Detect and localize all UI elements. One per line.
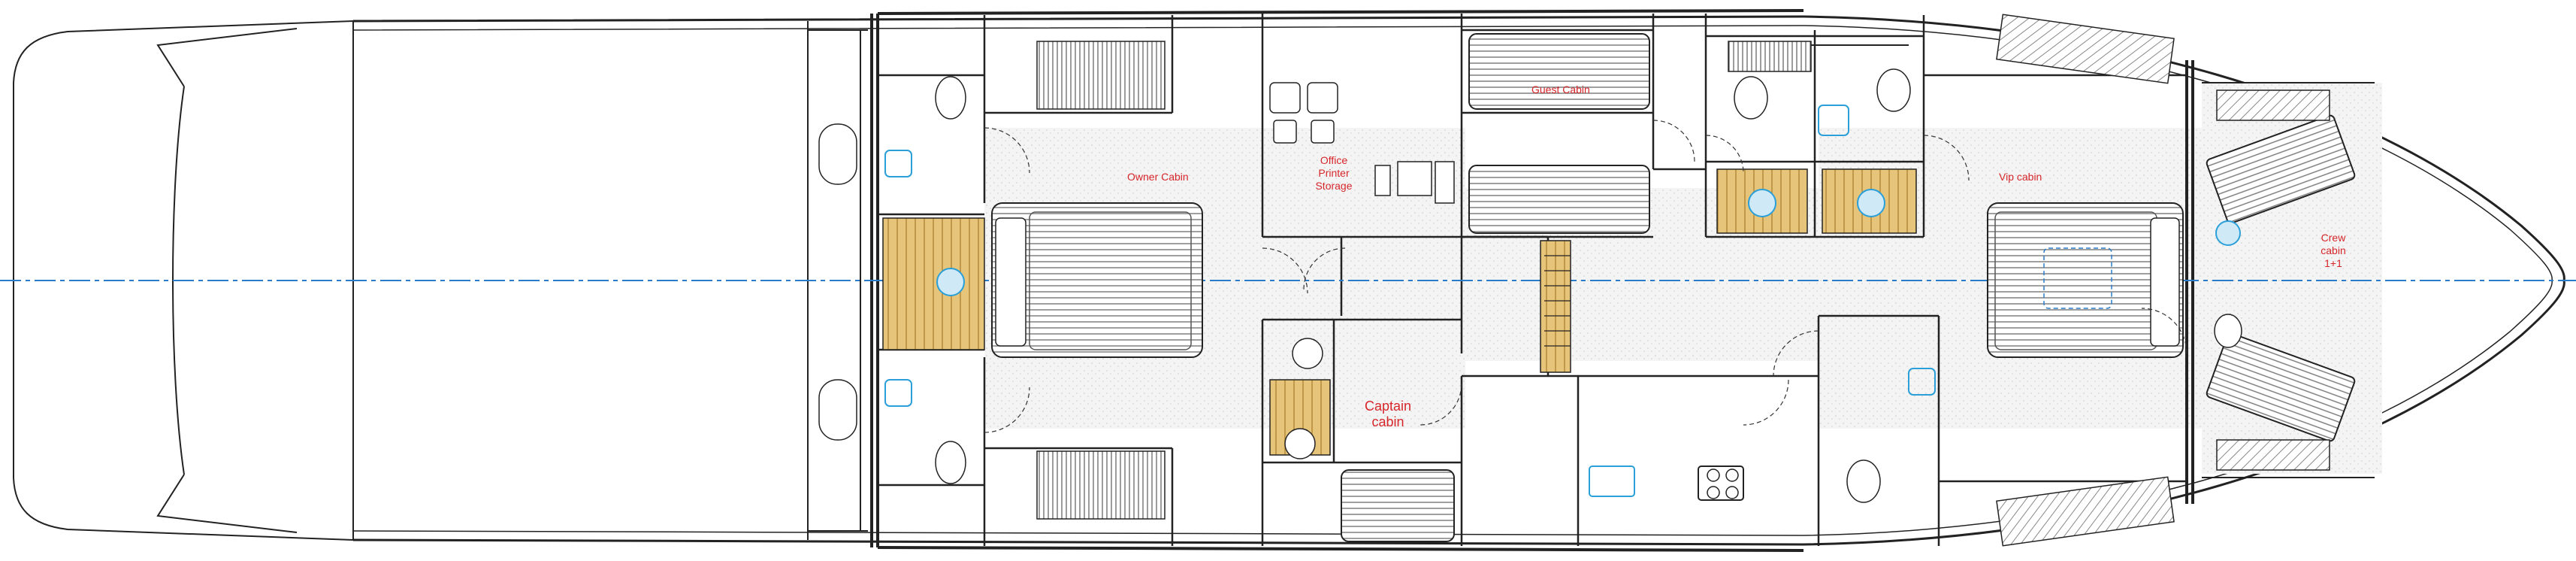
owner-cabin-label: Owner Cabin bbox=[1127, 171, 1189, 183]
office-label-line-3: Storage bbox=[1315, 180, 1353, 192]
crew-cabin-label-line-1: Crew bbox=[2321, 232, 2346, 244]
guest-bed-lower bbox=[1468, 165, 1650, 234]
aft-deck-hatch-port bbox=[818, 123, 857, 441]
captain-cabin-label-line-1: Captain bbox=[1364, 399, 1412, 414]
office-label-line-2: Printer bbox=[1318, 167, 1350, 179]
crew-cabin-label: Crew cabin 1+1 bbox=[2314, 232, 2352, 270]
owner-bed bbox=[991, 202, 1203, 358]
crew-bunks bbox=[2206, 114, 2356, 442]
vip-bed bbox=[1987, 202, 2184, 358]
office-label: Office Printer Storage bbox=[1311, 154, 1356, 193]
hull-partitions bbox=[1172, 15, 2375, 478]
office-furniture bbox=[1269, 82, 1455, 204]
captain-cabin-label-line-2: cabin bbox=[1371, 414, 1404, 429]
crew-cabin-label-line-3: 1+1 bbox=[2324, 257, 2342, 269]
hob bbox=[1707, 469, 1739, 499]
toilets bbox=[935, 68, 2242, 503]
shower-drains bbox=[936, 189, 2241, 296]
basins bbox=[884, 105, 1936, 501]
vip-cabin-label: Vip cabin bbox=[1999, 171, 2042, 183]
wardrobes bbox=[1036, 14, 2330, 547]
captain-bed bbox=[1341, 469, 1455, 542]
stairs bbox=[1544, 255, 1571, 347]
guest-bed-upper bbox=[1468, 33, 1650, 110]
door-swings bbox=[984, 120, 2187, 433]
crew-cabin-label-line-2: cabin bbox=[2321, 244, 2346, 256]
guest-cabin-label: Guest Cabin bbox=[1531, 83, 1590, 96]
captain-cabin-label: Captain cabin bbox=[1362, 399, 1414, 430]
shower-floors bbox=[882, 168, 1917, 456]
office-label-line-1: Office bbox=[1320, 154, 1348, 166]
